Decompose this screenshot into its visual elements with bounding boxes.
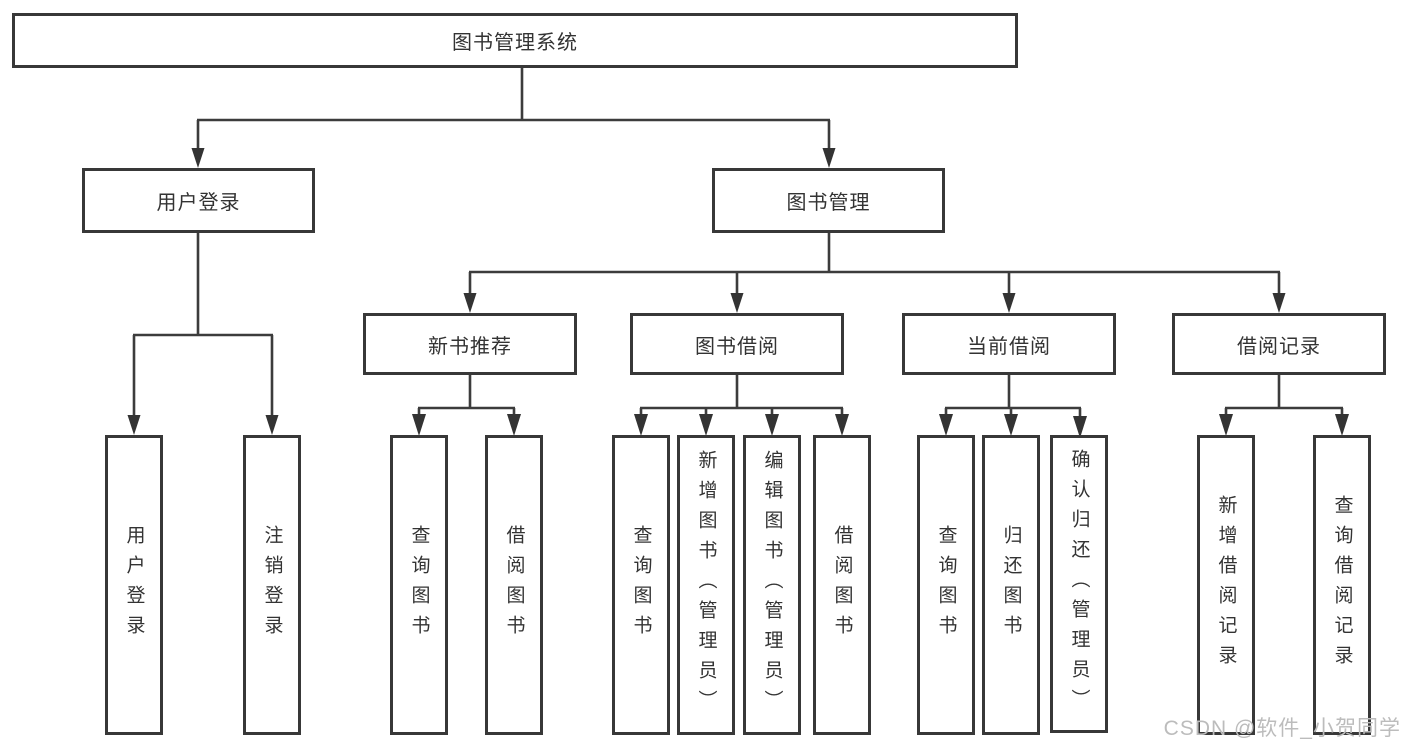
leaf-add-borrow-record-label: 新增借阅记录	[1215, 495, 1237, 675]
node-new-books: 新书推荐	[363, 313, 577, 375]
leaf-add-books-admin-label: 新增图书（管理员）	[695, 450, 717, 720]
leaf-return-books: 归还图书	[982, 435, 1040, 735]
leaf-add-books-admin: 新增图书（管理员）	[677, 435, 735, 735]
leaf-logout: 注销登录	[243, 435, 301, 735]
leaf-query-books-1-label: 查询图书	[408, 525, 430, 645]
node-book-mgmt-label: 图书管理	[786, 192, 871, 214]
leaf-edit-books-admin: 编辑图书（管理员）	[743, 435, 801, 735]
connector-book-borrow-children	[634, 375, 849, 436]
connector-user-login-children	[127, 233, 279, 435]
leaf-confirm-return-admin: 确认归还（管理员）	[1050, 435, 1108, 733]
node-book-mgmt: 图书管理	[712, 168, 945, 233]
leaf-query-books-3: 查询图书	[917, 435, 975, 735]
connector-borrow-records-children	[1219, 375, 1349, 436]
csdn-watermark: CSDN @软件_小贺同学	[1163, 717, 1401, 740]
leaf-logout-label: 注销登录	[261, 525, 283, 645]
leaf-confirm-return-admin-label: 确认归还（管理员）	[1068, 449, 1090, 719]
node-user-login: 用户登录	[82, 168, 315, 233]
node-user-login-label: 用户登录	[156, 192, 241, 214]
leaf-user-login-label: 用户登录	[123, 525, 145, 645]
leaf-borrow-books-2: 借阅图书	[813, 435, 871, 735]
node-current-borrow-label: 当前借阅	[967, 335, 1051, 358]
leaf-add-borrow-record: 新增借阅记录	[1197, 435, 1255, 735]
leaf-return-books-label: 归还图书	[1000, 525, 1022, 645]
node-book-borrow: 图书借阅	[630, 313, 844, 375]
leaf-user-login: 用户登录	[105, 435, 163, 735]
node-current-borrow: 当前借阅	[902, 313, 1116, 375]
leaf-query-books-3-label: 查询图书	[935, 525, 957, 645]
node-root-label: 图书管理系统	[452, 32, 578, 54]
connector-current-borrow-children	[939, 375, 1087, 438]
connector-book-mgmt-sections	[463, 233, 1286, 313]
node-new-books-label: 新书推荐	[428, 335, 512, 358]
leaf-borrow-books-2-label: 借阅图书	[831, 525, 853, 645]
node-book-borrow-label: 图书借阅	[695, 335, 779, 358]
leaf-borrow-books-1-label: 借阅图书	[503, 525, 525, 645]
leaf-query-books-2-label: 查询图书	[630, 525, 652, 645]
leaf-edit-books-admin-label: 编辑图书（管理员）	[761, 450, 783, 720]
leaf-query-borrow-record: 查询借阅记录	[1313, 435, 1371, 735]
connector-root-to-level2	[191, 68, 836, 168]
connector-new-books-children	[412, 375, 521, 436]
leaf-query-books-2: 查询图书	[612, 435, 670, 735]
leaf-query-borrow-record-label: 查询借阅记录	[1331, 495, 1353, 675]
node-borrow-records-label: 借阅记录	[1237, 335, 1321, 358]
leaf-query-books-1: 查询图书	[390, 435, 448, 735]
node-borrow-records: 借阅记录	[1172, 313, 1386, 375]
node-root: 图书管理系统	[12, 13, 1018, 68]
leaf-borrow-books-1: 借阅图书	[485, 435, 543, 735]
